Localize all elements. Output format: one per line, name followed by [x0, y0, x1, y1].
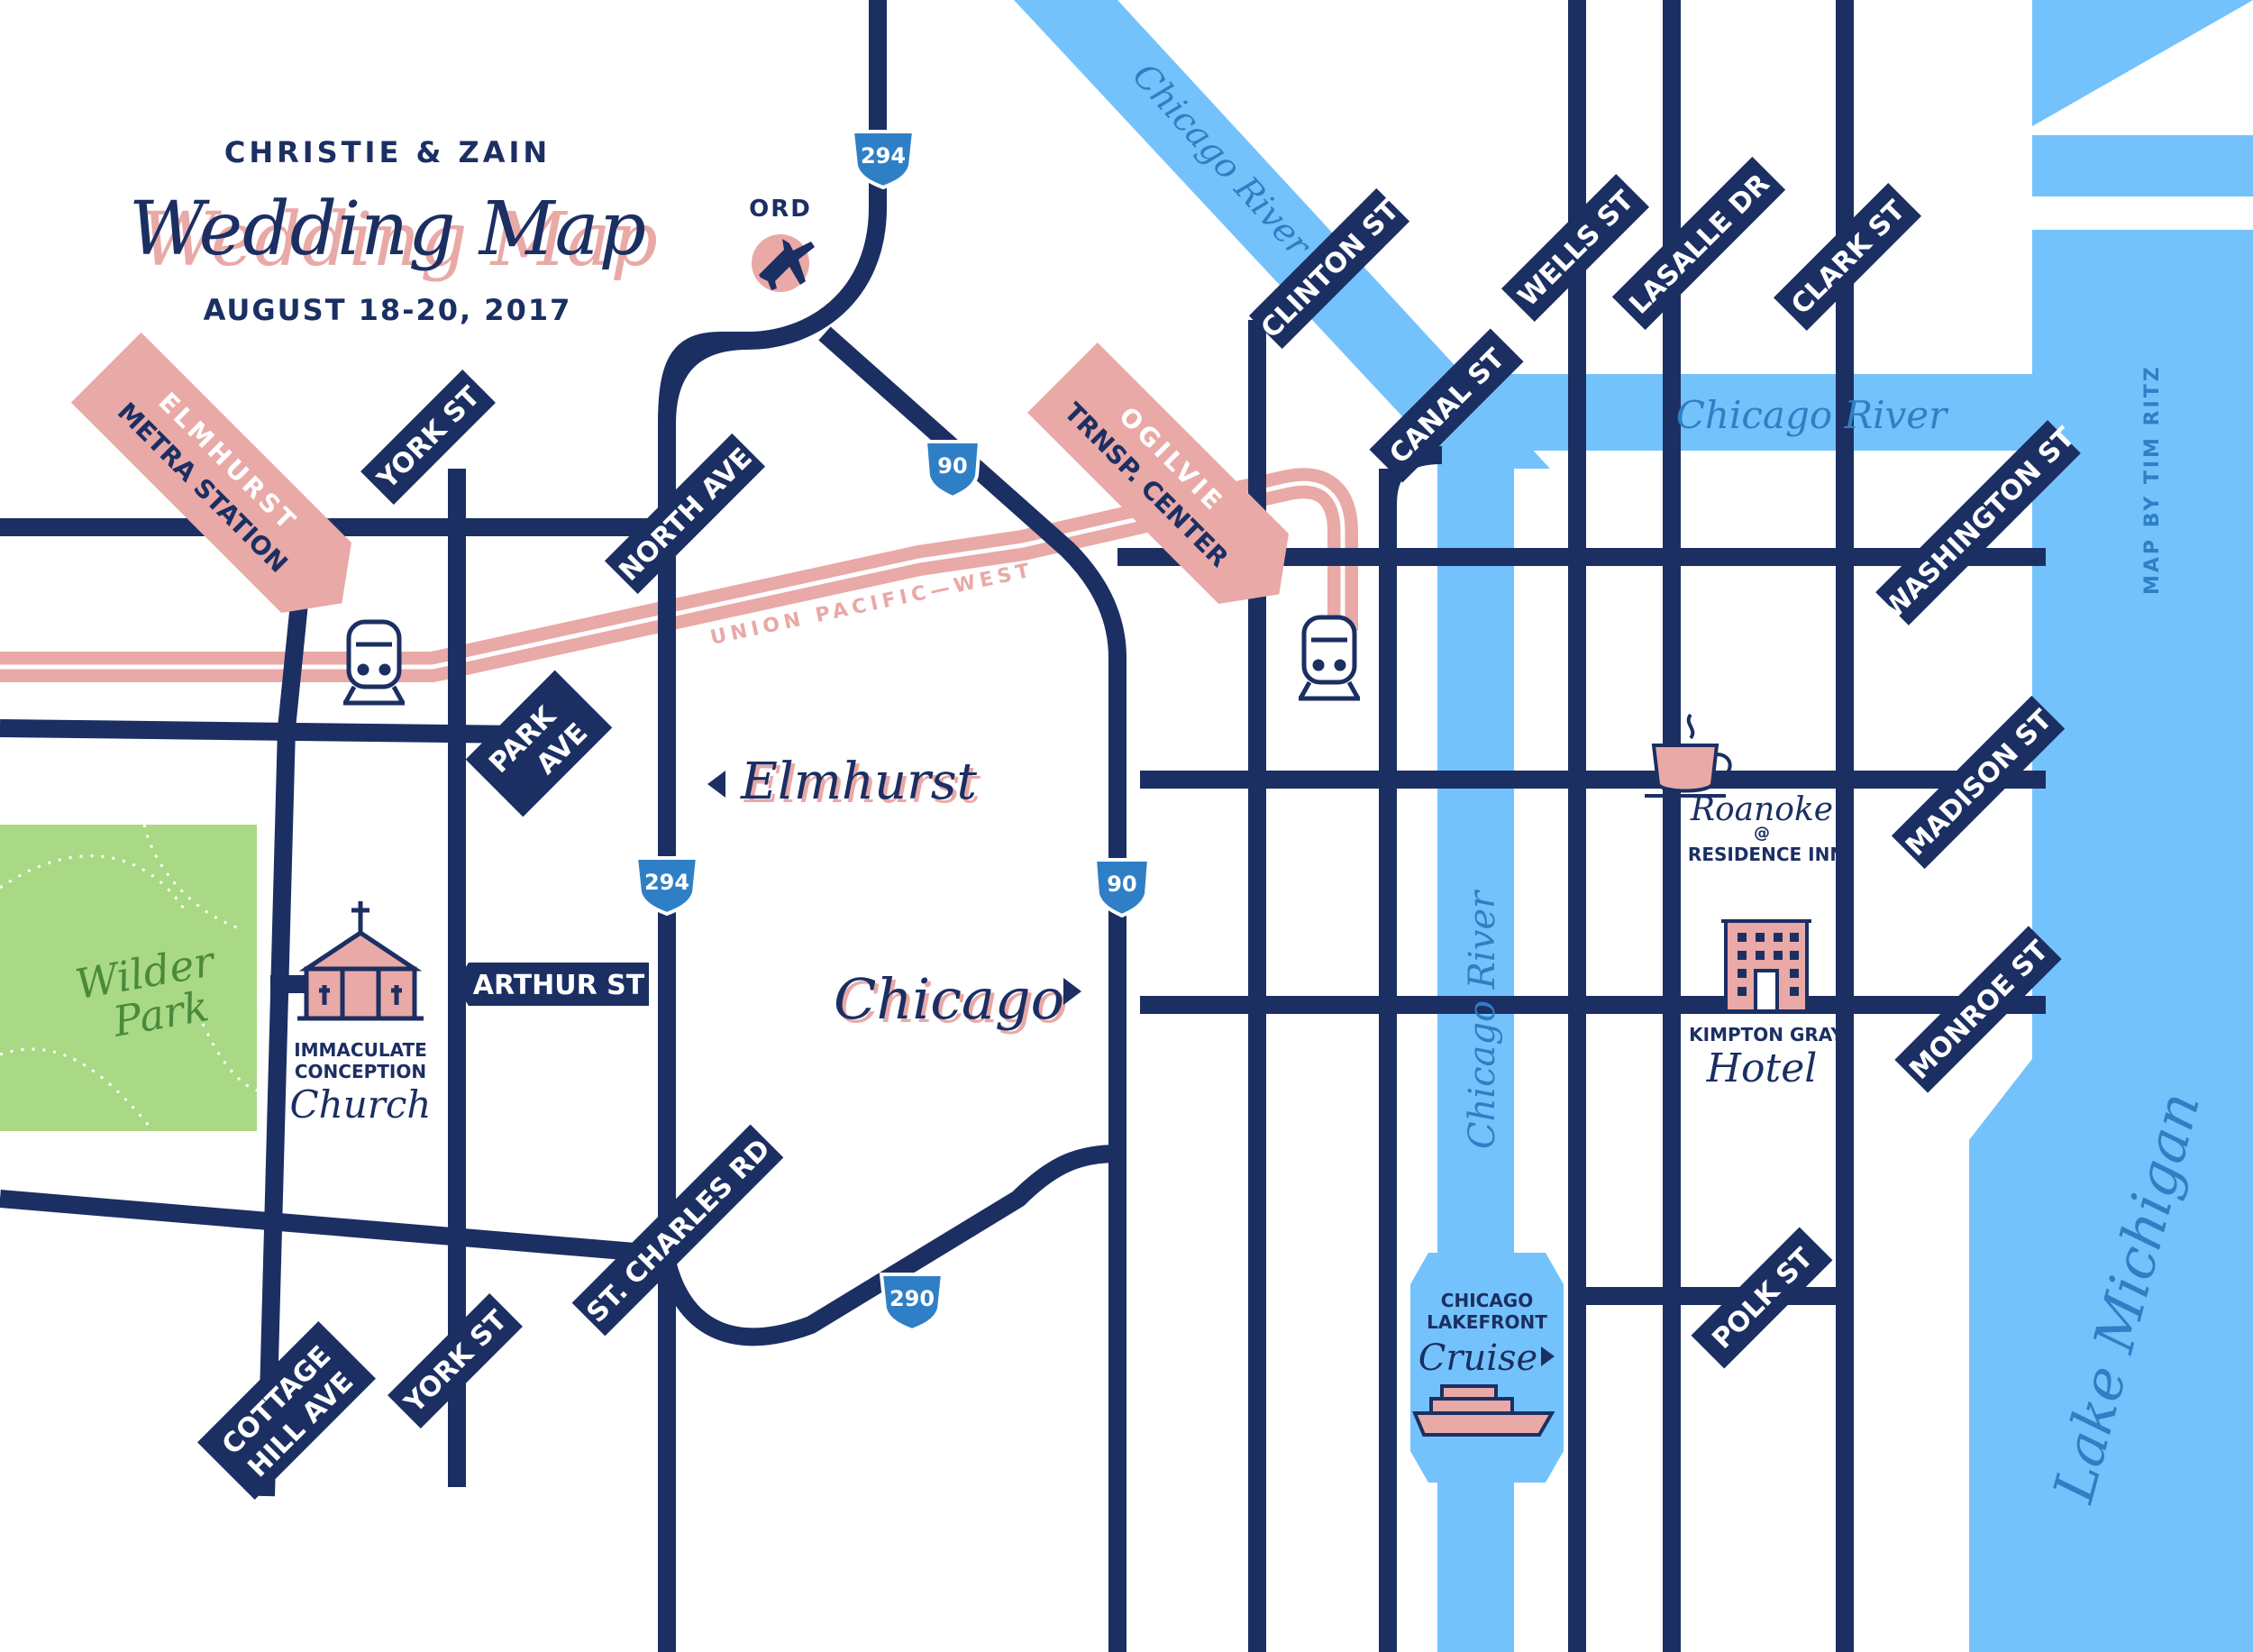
i90-shield-south: 90: [1092, 858, 1152, 918]
river-label-diagonal: Chicago River: [1125, 56, 1319, 267]
wilder-park: [0, 825, 257, 1131]
airport-code: ORD: [749, 196, 812, 223]
church-label-1: IMMACULATE: [294, 1039, 427, 1061]
lasalle-dr-label: LASALLE DR: [1623, 168, 1775, 320]
chicago-place: Chicago Chicago: [834, 966, 1081, 1036]
lake-top: [2032, 0, 2253, 126]
elmhurst-label: Elmhurst: [740, 753, 978, 811]
cruise-label-3: Cruise: [1418, 1337, 1537, 1379]
i294-shield-south: 294: [634, 856, 700, 917]
elmhurst-arrow-icon: [707, 771, 725, 798]
i90-south-label: 90: [1107, 872, 1136, 897]
elmhurst-place: Elmhurst Elmhurst: [707, 753, 981, 815]
i294-north-label: 294: [861, 143, 906, 169]
i294-shield-north: 294: [850, 130, 917, 190]
arthur-st-sign: ARTHUR ST: [455, 963, 649, 1006]
i90-north-label: 90: [937, 453, 967, 479]
train-icon: [342, 619, 406, 706]
i294-south-label: 294: [644, 870, 689, 895]
chicago-river-north-branch: [1014, 0, 1550, 469]
cruise-arrow-icon: [1541, 1346, 1555, 1366]
i290-label: 290: [889, 1286, 935, 1311]
rail-center: [0, 480, 1345, 670]
map-credit: MAP BY TIM RITZ: [2141, 364, 2164, 595]
elmhurst-station-sign: [70, 332, 351, 613]
elmhurst-station: ELMHURST METRA STATION: [70, 332, 406, 706]
church-label-2: CONCEPTION: [295, 1061, 426, 1082]
kimpton-label: KIMPTON GRAY: [1689, 1024, 1844, 1045]
elmhurst-label-shadow: Elmhurst: [743, 756, 981, 815]
map-title: Wedding Map: [129, 187, 646, 272]
pier-gap: [2032, 196, 2253, 231]
chicago-arrow-icon: [1063, 978, 1081, 1005]
north-ave-label: NORTH AVE: [613, 442, 758, 587]
lake-body: [1969, 230, 2253, 1652]
residence-inn-label: RESIDENCE INN: [1688, 844, 1845, 865]
church-label-3: Church: [290, 1082, 432, 1127]
church-venue: IMMACULATE CONCEPTION Church: [290, 901, 432, 1127]
roanoke-at: @: [1754, 824, 1770, 843]
i290-shield: 290: [879, 1273, 945, 1333]
chicago-river-main-branch: [1442, 374, 2050, 451]
chicago-label: Chicago: [834, 966, 1064, 1032]
north-ave-sign: NORTH AVE: [604, 433, 766, 595]
i90-shield-north: 90: [923, 440, 982, 500]
roanoke-label: Roanoke: [1690, 791, 1833, 828]
airplane-icon: [759, 239, 815, 290]
arthur-st-label: ARTHUR ST: [473, 970, 645, 1001]
wedding-dates: AUGUST 18-20, 2017: [204, 293, 572, 327]
york-st-north-sign: YORK ST: [360, 370, 496, 505]
park-ave-sign: PARK AVE: [465, 670, 613, 817]
cruise-venue: CHICAGO LAKEFRONT Cruise: [1410, 1253, 1564, 1483]
church-icon: [297, 901, 424, 1021]
cruise-label-1: CHICAGO: [1441, 1290, 1533, 1311]
road-network: [0, 0, 2046, 1652]
coffee-cup-icon: [1645, 713, 1732, 798]
pier-shape: [2032, 0, 2253, 135]
hotel-label: Hotel: [1706, 1045, 1818, 1091]
hotel-building-icon: [1721, 919, 1811, 1013]
ship-icon: [1412, 1384, 1555, 1437]
kimpton-venue: KIMPTON GRAY Hotel: [1689, 919, 1844, 1091]
title-block: CHRISTIE & ZAIN Wedding Map Wedding Map …: [129, 135, 658, 327]
cruise-label-2: LAKEFRONT: [1427, 1311, 1547, 1333]
couple-names: CHRISTIE & ZAIN: [224, 135, 551, 169]
york-st-north-label: YORK ST: [371, 380, 487, 496]
ord-airport: ORD: [749, 196, 815, 292]
roanoke-venue: Roanoke @ RESIDENCE INN: [1645, 713, 1845, 865]
lasalle-dr-sign: LASALLE DR: [1611, 156, 1786, 331]
cottage-hill-ave-sign: COTTAGE HILL AVE: [197, 1321, 376, 1500]
ogilvie-station-sign: [1027, 342, 1289, 604]
river-label-main: Chicago River: [1676, 393, 1949, 437]
train-icon: [1298, 615, 1361, 701]
river-label-south: Chicago River: [1462, 889, 1503, 1149]
title-shadow: Wedding Map: [141, 197, 658, 283]
chicago-label-shadow: Chicago: [837, 970, 1068, 1036]
